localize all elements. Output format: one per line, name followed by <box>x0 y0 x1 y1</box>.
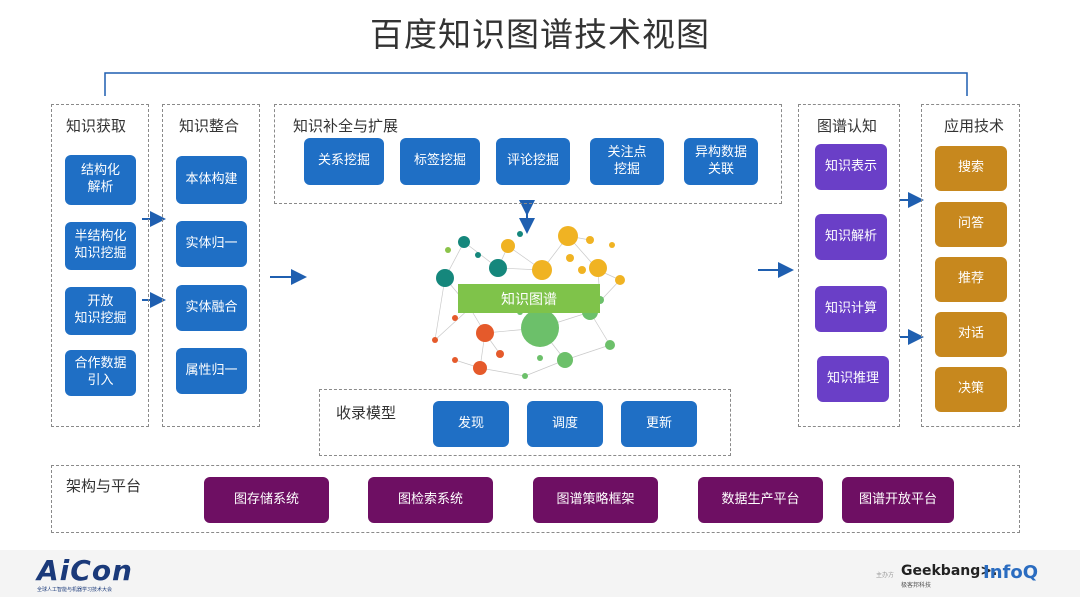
completion-focus[interactable]: 关注点 挖掘 <box>590 138 664 185</box>
application-panel: 应用技术 <box>921 104 1020 427</box>
application-dialogue[interactable]: 对话 <box>935 312 1007 357</box>
platform-graph-retrieval[interactable]: 图检索系统 <box>368 477 493 523</box>
footer <box>0 550 1080 597</box>
completion-label: 知识补全与扩展 <box>293 117 399 135</box>
geekbang-logo: Geekbang>. <box>901 563 998 579</box>
application-label: 应用技术 <box>944 117 1005 135</box>
acquisition-structured[interactable]: 结构化 解析 <box>65 155 136 205</box>
inclusion-label: 收录模型 <box>336 404 397 422</box>
integration-entity-fusion[interactable]: 实体融合 <box>176 285 247 331</box>
acquisition-partner[interactable]: 合作数据 引入 <box>65 350 136 396</box>
platform-label: 架构与平台 <box>66 477 142 495</box>
integration-entity-normalize[interactable]: 实体归一 <box>176 221 247 267</box>
completion-panel: 知识补全与扩展 <box>274 104 782 204</box>
page-title: 百度知识图谱技术视图 <box>370 15 710 54</box>
application-qa[interactable]: 问答 <box>935 202 1007 247</box>
platform-strategy-framework[interactable]: 图谱策略框架 <box>533 477 658 523</box>
application-decision[interactable]: 决策 <box>935 367 1007 412</box>
integration-label: 知识整合 <box>179 117 240 135</box>
acquisition-semistructured[interactable]: 半结构化 知识挖掘 <box>65 222 136 270</box>
aicon-subtitle: 全球人工智能与机器学习技术大会 <box>37 587 113 593</box>
cognition-panel: 图谱认知 <box>798 104 900 427</box>
completion-heterogeneous[interactable]: 异构数据 关联 <box>684 138 758 185</box>
inclusion-schedule[interactable]: 调度 <box>527 401 603 447</box>
acquisition-open[interactable]: 开放 知识挖掘 <box>65 287 136 335</box>
infoq-logo: InfoQ <box>983 562 1039 583</box>
acquisition-panel: 知识获取 <box>51 104 149 427</box>
platform-graph-storage[interactable]: 图存储系统 <box>204 477 329 523</box>
cognition-parsing[interactable]: 知识解析 <box>815 214 887 260</box>
cognition-reasoning[interactable]: 知识推理 <box>817 356 889 402</box>
integration-ontology[interactable]: 本体构建 <box>176 156 247 204</box>
top-connector <box>104 72 968 96</box>
completion-relation[interactable]: 关系挖掘 <box>304 138 384 185</box>
geekbang-subtitle: 极客邦科技 <box>901 582 932 589</box>
inclusion-update[interactable]: 更新 <box>621 401 697 447</box>
application-search[interactable]: 搜索 <box>935 146 1007 191</box>
completion-tag[interactable]: 标签挖掘 <box>400 138 480 185</box>
inclusion-discover[interactable]: 发现 <box>433 401 509 447</box>
integration-panel: 知识整合 <box>162 104 260 427</box>
host-label: 主办方 <box>876 572 895 579</box>
completion-review[interactable]: 评论挖掘 <box>496 138 570 185</box>
platform-panel: 架构与平台 <box>51 465 1020 533</box>
aicon-logo: AiCon <box>37 554 133 587</box>
acquisition-label: 知识获取 <box>66 117 127 135</box>
platform-open-platform[interactable]: 图谱开放平台 <box>842 477 954 523</box>
knowledge-graph-label: 知识图谱 <box>458 284 600 313</box>
application-recommend[interactable]: 推荐 <box>935 257 1007 302</box>
platform-data-production[interactable]: 数据生产平台 <box>698 477 823 523</box>
cognition-computation[interactable]: 知识计算 <box>815 286 887 332</box>
inclusion-panel: 收录模型 <box>319 389 731 456</box>
integration-attr-normalize[interactable]: 属性归一 <box>176 348 247 394</box>
cognition-label: 图谱认知 <box>817 117 878 135</box>
cognition-representation[interactable]: 知识表示 <box>815 144 887 190</box>
